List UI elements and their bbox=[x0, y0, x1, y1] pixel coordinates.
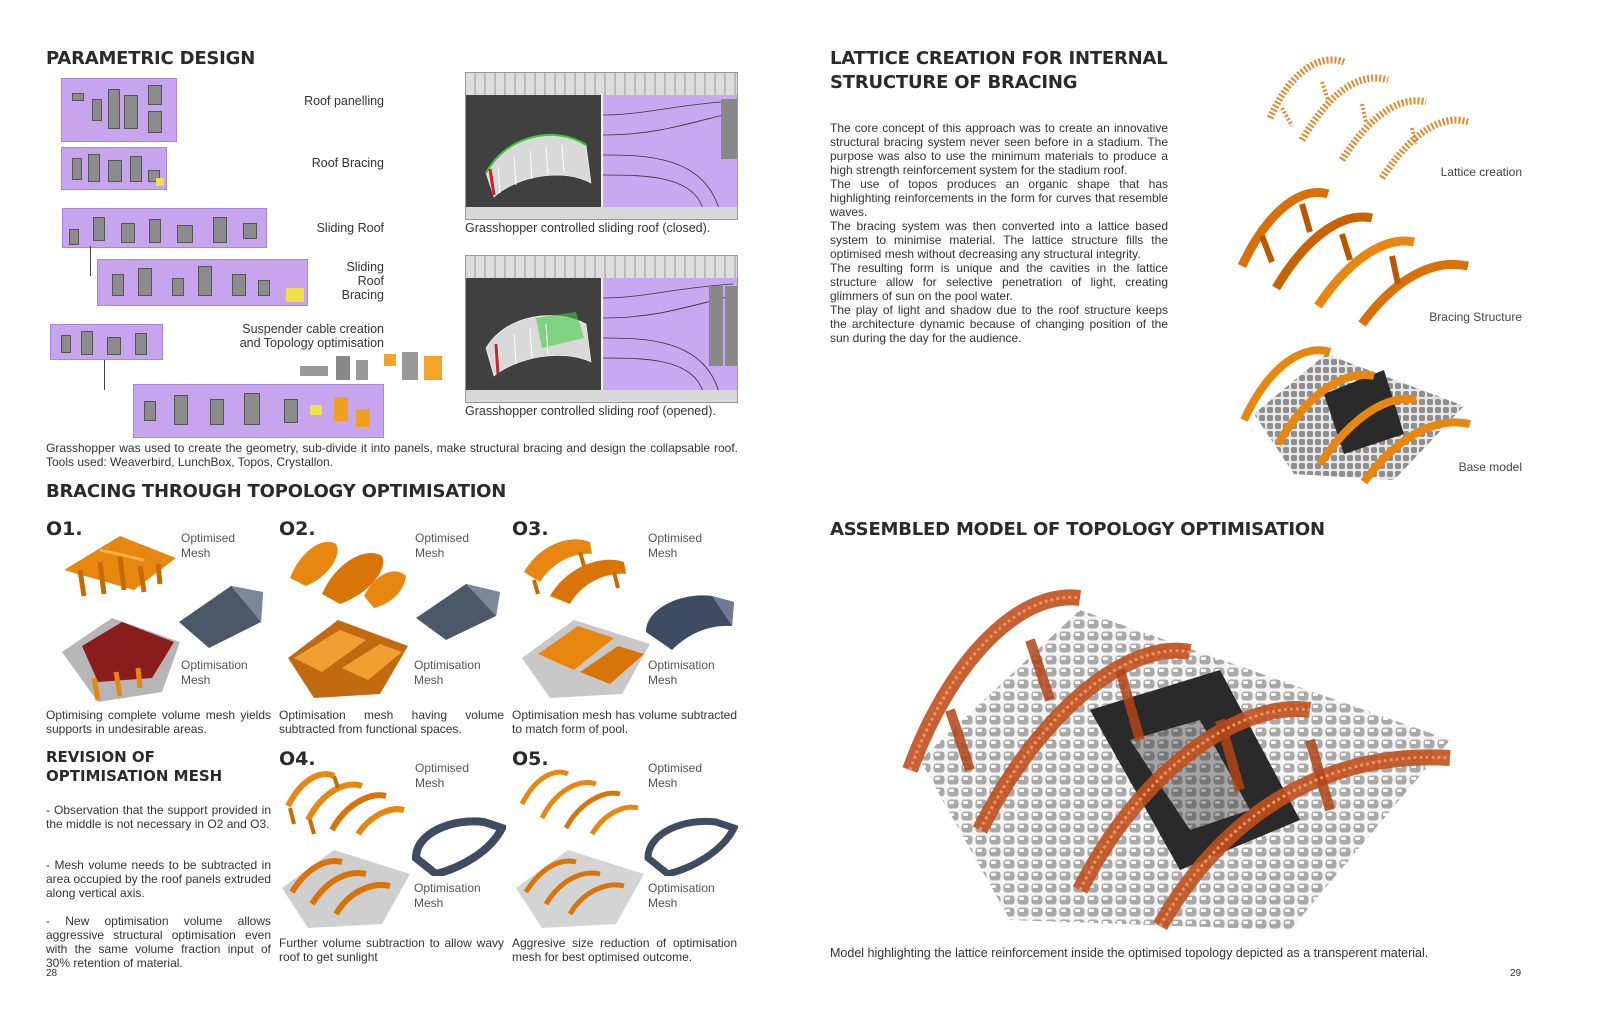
label-lattice-creation: Lattice creation bbox=[1440, 165, 1522, 179]
assembled-caption: Model highlighting the lattice reinforce… bbox=[830, 946, 1429, 960]
item-number-o3: O3. bbox=[512, 518, 549, 540]
o2-grey-volume-image bbox=[416, 584, 500, 640]
revision-point-1: - Observation that the support provided … bbox=[46, 803, 271, 831]
roof-bracing-definition bbox=[61, 147, 167, 190]
o5-optimised-label: Optimised Mesh bbox=[648, 761, 703, 790]
o3-optimisation-mesh-image bbox=[522, 620, 650, 698]
revision-title: REVISION OF OPTIMISATION MESH bbox=[46, 748, 223, 785]
o4-optimised-label: Optimised Mesh bbox=[415, 761, 470, 790]
o5-optimised-mesh-image bbox=[519, 769, 639, 836]
item-number-o1: O1. bbox=[46, 518, 83, 540]
o4-caption: Further volume subtraction to allow wavy… bbox=[279, 936, 504, 964]
sliding-roof-definition bbox=[62, 208, 267, 248]
lattice-paragraph-5: The play of light and shadow due to the … bbox=[830, 303, 1168, 345]
label-sliding-roof: Sliding Roof bbox=[316, 221, 384, 235]
label-roof-panelling: Roof panelling bbox=[304, 94, 384, 108]
o3-optimised-mesh-image bbox=[524, 539, 626, 604]
o3-optimisation-label: Optimisation Mesh bbox=[648, 658, 715, 687]
o2-optimisation-label: Optimisation Mesh bbox=[414, 658, 481, 687]
o2-caption: Optimisation mesh having volume subtract… bbox=[279, 708, 504, 736]
o1-optimisation-label: Optimisation Mesh bbox=[181, 658, 248, 687]
revision-point-3: - New optimisation volume allows aggress… bbox=[46, 914, 271, 970]
lattice-paragraph-3: The bracing system was then converted in… bbox=[830, 219, 1168, 261]
o1-optimised-mesh-image bbox=[64, 536, 176, 597]
screenshot-sliding-roof-opened bbox=[465, 255, 738, 403]
o5-optimisation-mesh-image bbox=[516, 850, 644, 928]
assembled-title: ASSEMBLED MODEL OF TOPOLOGY OPTIMISATION bbox=[830, 519, 1325, 540]
label-suspender-cable: Suspender cable creation and Topology op… bbox=[239, 322, 384, 350]
o1-optimisation-mesh-image bbox=[62, 618, 180, 702]
o3-caption: Optimisation mesh has volume subtracted … bbox=[512, 708, 737, 736]
page-number-right: 29 bbox=[1510, 968, 1522, 979]
o1-grey-volume-image bbox=[179, 586, 263, 648]
o1-optimised-label: Optimised Mesh bbox=[181, 531, 236, 560]
label-base-model: Base model bbox=[1458, 460, 1522, 474]
revision-point-2: - Mesh volume needs to be subtracted in … bbox=[46, 858, 271, 900]
item-number-o4: O4. bbox=[279, 748, 316, 770]
floating-components bbox=[300, 352, 445, 382]
item-number-o5: O5. bbox=[512, 748, 549, 770]
o3-optimised-label: Optimised Mesh bbox=[648, 531, 703, 560]
label-roof-bracing: Roof Bracing bbox=[311, 156, 384, 170]
label-bracing-structure: Bracing Structure bbox=[1429, 310, 1522, 324]
suspender-cable-definition bbox=[50, 324, 163, 360]
o2-optimisation-mesh-image bbox=[288, 620, 408, 698]
sliding-roof-bracing-definition bbox=[97, 259, 308, 306]
topology-optimisation-definition bbox=[133, 384, 384, 438]
o4-optimised-mesh-image bbox=[285, 771, 405, 836]
screenshot-sliding-roof-closed bbox=[465, 72, 738, 220]
caption-sliding-roof-closed: Grasshopper controlled sliding roof (clo… bbox=[465, 221, 711, 235]
page-number-left: 28 bbox=[46, 968, 58, 979]
lattice-description: The core concept of this approach was to… bbox=[830, 121, 1168, 345]
lattice-creation-image bbox=[1266, 56, 1470, 180]
base-model-image bbox=[1240, 346, 1471, 485]
o2-optimised-mesh-image bbox=[290, 541, 406, 608]
o1-caption: Optimising complete volume mesh yields s… bbox=[46, 708, 271, 736]
roof-panelling-definition bbox=[61, 78, 177, 142]
o5-optimisation-label: Optimisation Mesh bbox=[648, 881, 715, 910]
o5-caption: Aggresive size reduction of optimisation… bbox=[512, 936, 737, 964]
lattice-paragraph-2: The use of topos produces an organic sha… bbox=[830, 177, 1168, 219]
o2-optimised-label: Optimised Mesh bbox=[415, 531, 470, 560]
caption-sliding-roof-opened: Grasshopper controlled sliding roof (ope… bbox=[465, 404, 716, 418]
o4-optimisation-mesh-image bbox=[282, 850, 410, 928]
o3-grey-volume-image bbox=[646, 595, 734, 650]
o4-grey-volume-image bbox=[411, 817, 506, 876]
lattice-paragraph-4: The resulting form is unique and the cav… bbox=[830, 261, 1168, 303]
parametric-design-title: PARAMETRIC DESIGN bbox=[46, 48, 256, 69]
lattice-title: LATTICE CREATION FOR INTERNAL STRUCTURE … bbox=[830, 48, 1168, 93]
item-number-o2: O2. bbox=[279, 518, 316, 540]
parametric-description: Grasshopper was used to create the geome… bbox=[46, 441, 738, 469]
o5-grey-volume-image bbox=[644, 817, 738, 876]
bracing-structure-image bbox=[1237, 188, 1469, 327]
assembled-model-image bbox=[902, 589, 1451, 930]
lattice-paragraph-1: The core concept of this approach was to… bbox=[830, 121, 1168, 177]
label-sliding-roof-bracing: Sliding Roof Bracing bbox=[341, 260, 384, 302]
o4-optimisation-label: Optimisation Mesh bbox=[414, 881, 481, 910]
bracing-title: BRACING THROUGH TOPOLOGY OPTIMISATION bbox=[46, 481, 507, 502]
